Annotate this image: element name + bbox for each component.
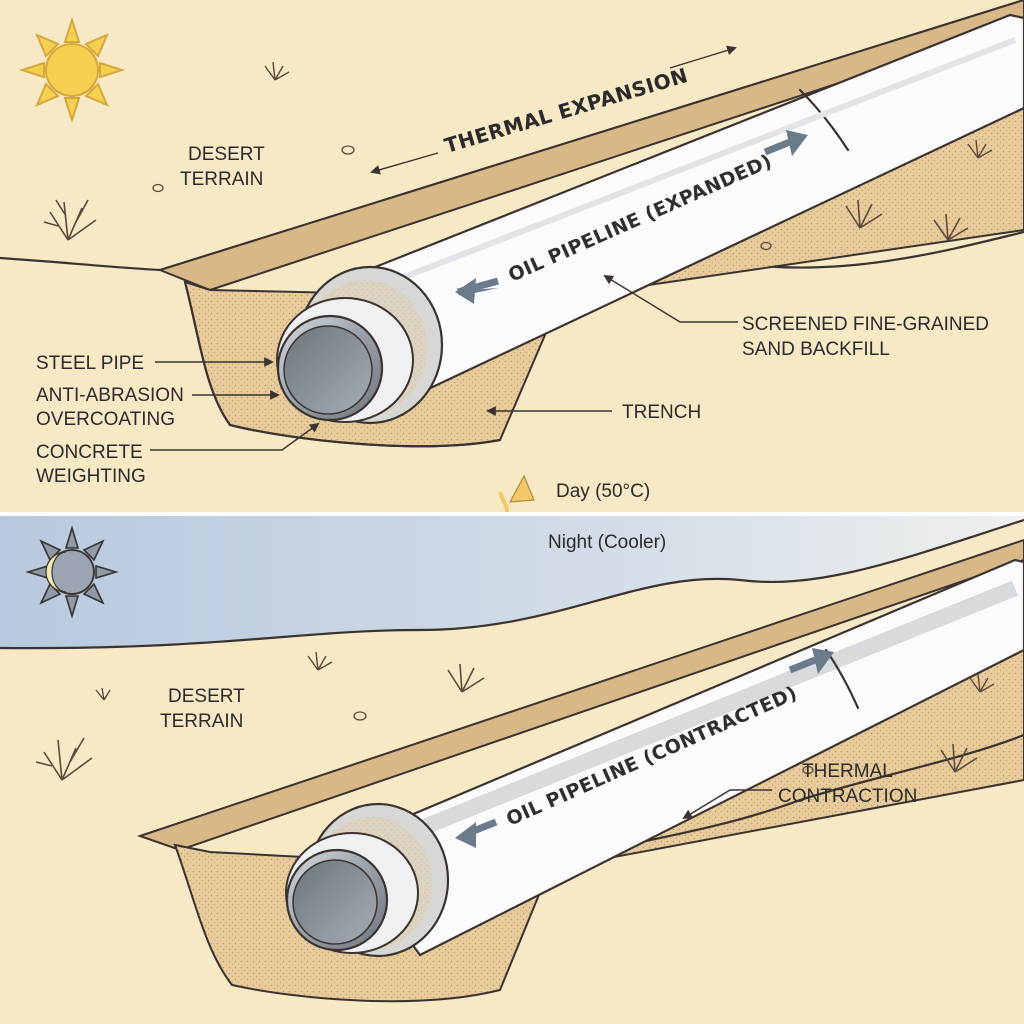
shrub-icon [845, 199, 883, 229]
top-pipe-arrow-left-head [455, 278, 476, 304]
pebble-icon [353, 711, 367, 721]
top-pipe-highlight [343, 37, 1017, 303]
contraction-label-line1: THERMAL [802, 761, 893, 782]
overcoating-label-line2: OVERCOATING [36, 409, 175, 430]
contraction-label-line2: CONTRACTION [778, 786, 917, 807]
shrub-icon [933, 213, 969, 241]
bottom-panel: Night (Cooler) [0, 512, 1024, 1024]
grass-icon [967, 139, 993, 159]
grass-icon [969, 673, 995, 693]
shrub-icon [43, 199, 97, 241]
top-berm [157, 0, 1024, 292]
concrete-label-line2: WEIGHTING [36, 466, 146, 487]
bottom-berm [136, 538, 1024, 852]
night-sky [0, 515, 1024, 649]
moon-icon [25, 525, 119, 619]
grass-icon [264, 61, 290, 81]
day-label: Day (50°C) [556, 481, 650, 502]
grass-icon [95, 687, 111, 701]
backfill-label-line1: SCREENED FINE-GRAINED [742, 314, 989, 335]
bottom-terrain-label-line2: TERRAIN [160, 711, 243, 732]
shrub-icon [35, 737, 93, 781]
top-trench-outline [183, 280, 502, 448]
night-label: Night (Cooler) [548, 532, 666, 553]
top-pipe-arrow-right-shaft [763, 138, 792, 156]
trench-label: TRENCH [622, 402, 701, 423]
bottom-pipe-bore [292, 859, 378, 945]
contraction-leader [682, 789, 772, 820]
bottom-pipe-arrow-left-head [455, 822, 476, 848]
day-arrow-icon [508, 474, 535, 503]
pebble-icon [802, 765, 814, 775]
backfill-label-line2: SAND BACKFILL [742, 339, 890, 360]
expansion-arrow-left [370, 152, 439, 175]
top-pipe-arrow-right-head [786, 130, 808, 156]
bottom-horizon-line [0, 518, 1024, 650]
bottom-pipe-arrow-right-shaft [788, 656, 817, 674]
top-terrain-label-line2: TERRAIN [180, 169, 263, 190]
pebble-icon [341, 145, 355, 155]
top-ground-line [0, 0, 1024, 272]
sun-icon [18, 16, 126, 124]
top-pipe-bore [283, 325, 373, 415]
steel-pipe-label: STEEL PIPE [36, 353, 144, 374]
pebble-icon [760, 241, 772, 251]
concrete-label-line1: CONCRETE [36, 442, 143, 463]
bottom-pipe-arrow-right-head [812, 648, 834, 674]
shrub-icon [940, 743, 978, 773]
bottom-pipe-shade [351, 580, 1019, 863]
grass-icon [307, 651, 333, 671]
bottom-terrain-label-line1: DESERT [168, 686, 245, 707]
top-terrain-label-line1: DESERT [188, 144, 265, 165]
backfill-leader [603, 274, 738, 323]
shrub-icon [447, 663, 485, 693]
overcoating-label-line1: ANTI-ABRASION [36, 385, 184, 406]
concrete-leader [150, 422, 320, 451]
pebble-icon [152, 183, 164, 193]
expansion-arrow-right [669, 45, 737, 69]
top-panel: THERMAL EXPANSION DESERT TERRAIN OIL PIP… [0, 0, 1024, 487]
top-pipe-joint [798, 88, 850, 152]
